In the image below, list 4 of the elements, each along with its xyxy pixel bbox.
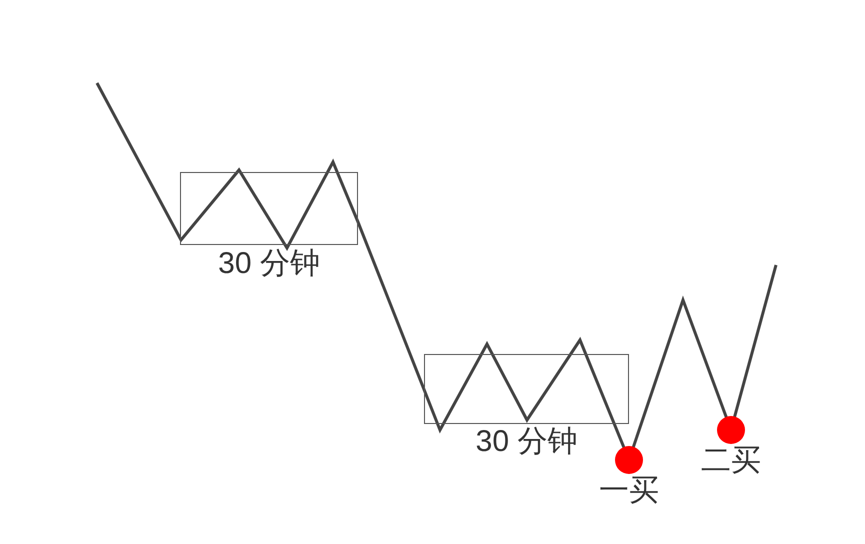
node-label: 30 分钟	[476, 424, 578, 460]
node-label: 一买	[599, 473, 659, 509]
node-label: 二买	[701, 443, 761, 479]
node-label: 30 分钟	[218, 246, 320, 282]
